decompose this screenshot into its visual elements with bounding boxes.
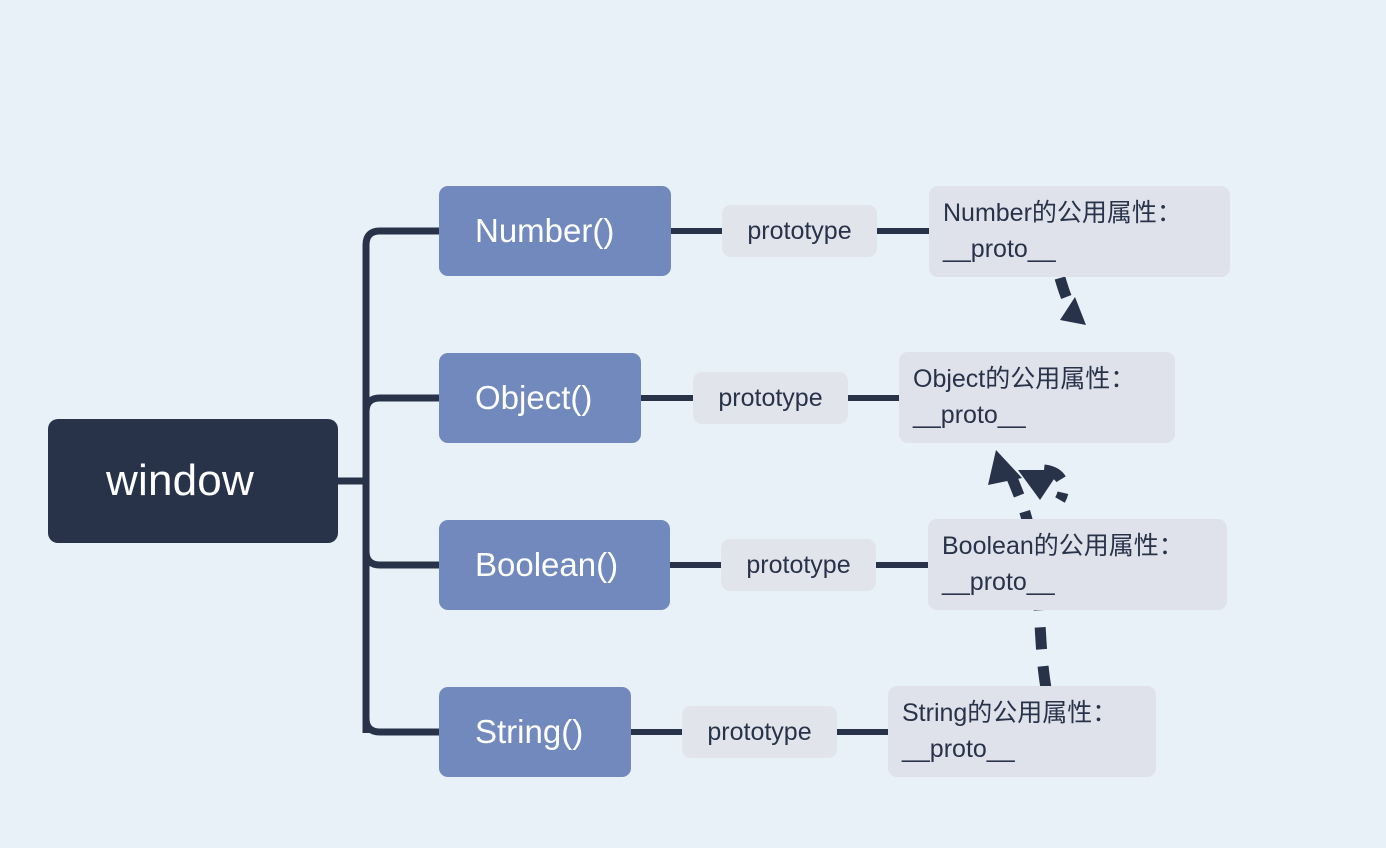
- dashed-arrowhead-object-hook: [1018, 470, 1060, 500]
- node-proto-number-label: Number的公用属性： __proto__: [943, 199, 1182, 263]
- dashed-arrow-object-hook: [1042, 464, 1069, 503]
- node-proto-string[interactable]: String的公用属性： __proto__: [888, 686, 1156, 777]
- node-constructor-number-label: Number(): [475, 212, 615, 249]
- link-label-boolean-prototype[interactable]: prototype: [721, 539, 876, 591]
- dashed-arrowhead-number-to-object: [1060, 297, 1086, 325]
- node-proto-object[interactable]: Object的公用属性： __proto__: [899, 352, 1175, 443]
- link-label-string-prototype[interactable]: prototype: [682, 706, 837, 758]
- node-constructor-boolean[interactable]: Boolean(): [439, 520, 670, 610]
- node-window[interactable]: window: [48, 419, 338, 543]
- link-label-string-prototype-text: prototype: [707, 717, 812, 746]
- edge-branch-string: [362, 714, 443, 736]
- link-label-number-prototype[interactable]: prototype: [722, 205, 877, 257]
- node-constructor-object-label: Object(): [475, 379, 593, 416]
- node-constructor-string-label: String(): [475, 713, 584, 750]
- edge-branch-object: [362, 394, 443, 416]
- dashed-arrowhead-string-to-object: [988, 450, 1022, 485]
- node-constructor-string[interactable]: String(): [439, 687, 631, 777]
- node-proto-string-label: String的公用属性： __proto__: [902, 699, 1118, 763]
- edge-branch-number: [362, 227, 443, 249]
- node-constructor-number[interactable]: Number(): [439, 186, 671, 276]
- node-constructor-boolean-label: Boolean(): [475, 546, 619, 583]
- link-label-number-prototype-text: prototype: [747, 216, 852, 245]
- node-proto-object-label: Object的公用属性： __proto__: [913, 365, 1136, 429]
- node-proto-boolean[interactable]: Boolean的公用属性： __proto__: [928, 519, 1227, 610]
- link-label-boolean-prototype-text: prototype: [746, 550, 851, 579]
- link-label-object-prototype-text: prototype: [718, 383, 823, 412]
- node-window-label: window: [106, 456, 254, 505]
- dashed-arrow-number-to-object: [1054, 276, 1077, 313]
- link-label-object-prototype[interactable]: prototype: [693, 372, 848, 424]
- node-proto-boolean-label: Boolean的公用属性： __proto__: [942, 532, 1184, 596]
- edge-branch-boolean: [362, 547, 443, 569]
- node-proto-number[interactable]: Number的公用属性： __proto__: [929, 186, 1230, 277]
- node-constructor-object[interactable]: Object(): [439, 353, 641, 443]
